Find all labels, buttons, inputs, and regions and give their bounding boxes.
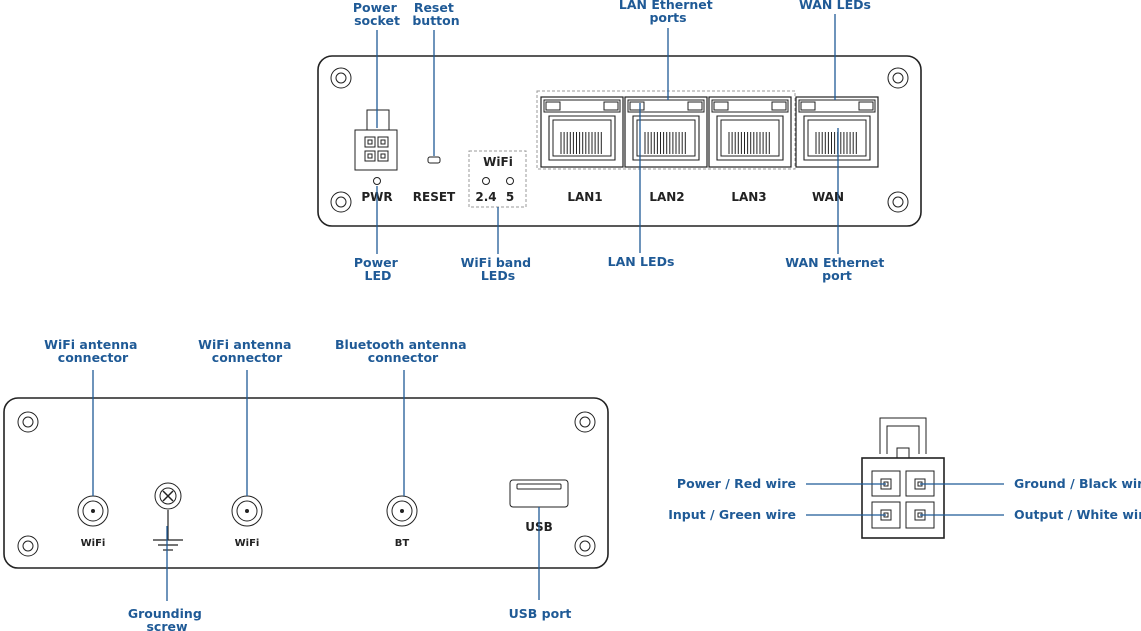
wifi-leds-title: WiFi xyxy=(483,155,513,169)
back-panel-body xyxy=(3,397,609,569)
reset-button-icon xyxy=(427,156,441,164)
wifi-5-led-icon xyxy=(506,177,514,185)
screw-icon xyxy=(17,411,39,433)
power-wire-callout: Power / Red wire xyxy=(677,476,796,491)
wifi-1-label: WiFi xyxy=(81,538,106,549)
wifi-antenna-1-icon xyxy=(77,495,109,527)
back-panel: WiFi WiFi BT USB WiFi antenna connector … xyxy=(3,337,609,631)
port-led-icon xyxy=(603,101,619,111)
input-wire-callout: Input / Green wire xyxy=(668,507,796,522)
screw-icon xyxy=(574,535,596,557)
lan-ports-group xyxy=(536,90,796,170)
screw-icon xyxy=(887,191,909,213)
usb-port-callout: USB port xyxy=(509,606,572,621)
wan-leds-callout: WAN LEDs xyxy=(799,0,871,12)
wifi-antenna-2-callout: WiFi antenna connector xyxy=(198,337,296,365)
reset-label: RESET xyxy=(413,190,456,204)
usb-port-icon xyxy=(509,479,569,508)
port-led-icon xyxy=(771,101,787,111)
screw-icon xyxy=(887,67,909,89)
wifi-24-led-icon xyxy=(482,177,490,185)
wifi-24-label: 2.4 xyxy=(475,190,496,204)
wifi-band-leds-callout: WiFi band LEDs xyxy=(461,255,536,283)
bt-antenna-icon xyxy=(386,495,418,527)
reset-button-callout: Reset button xyxy=(412,0,459,28)
lan1-port-icon xyxy=(540,96,624,168)
power-led-callout: Power LED xyxy=(354,255,402,283)
power-led-icon xyxy=(373,177,381,185)
screw-icon xyxy=(330,191,352,213)
lan3-port-icon xyxy=(708,96,792,168)
port-led-icon xyxy=(713,101,729,111)
port-led-icon xyxy=(687,101,703,111)
wifi-antenna-2-icon xyxy=(231,495,263,527)
lan3-label: LAN3 xyxy=(731,190,766,204)
output-wire-callout: Output / White wire xyxy=(1014,507,1141,522)
port-led-icon xyxy=(545,101,561,111)
wan-port-icon xyxy=(795,96,879,168)
screw-icon xyxy=(574,411,596,433)
power-socket-icon xyxy=(354,109,398,171)
grounding-screw-icon xyxy=(153,482,183,551)
ground-wire-callout: Ground / Black wire xyxy=(1014,476,1141,491)
wifi-5-label: 5 xyxy=(506,190,514,204)
power-socket-callout: Power socket xyxy=(353,0,401,28)
grounding-screw-callout: Grounding screw xyxy=(128,606,206,631)
wifi-2-label: WiFi xyxy=(235,538,260,549)
front-panel: PWR RESET WiFi 2.4 5 LAN1 LAN2 LAN3 WAN … xyxy=(317,0,922,283)
port-led-icon xyxy=(858,101,874,111)
bt-antenna-callout: Bluetooth antenna connector xyxy=(335,337,471,365)
wan-label: WAN xyxy=(812,190,844,204)
screw-icon xyxy=(330,67,352,89)
lan1-label: LAN1 xyxy=(567,190,602,204)
lan-ports-callout: LAN Ethernet ports xyxy=(619,0,717,25)
lan2-port-icon xyxy=(624,96,708,168)
connector-pinout: Power / Red wire Input / Green wire Grou… xyxy=(668,417,1141,539)
screw-icon xyxy=(17,535,39,557)
wifi-antenna-1-callout: WiFi antenna connector xyxy=(44,337,142,365)
lan-leds-callout: LAN LEDs xyxy=(608,254,675,269)
port-led-icon xyxy=(629,101,645,111)
bt-label: BT xyxy=(395,538,410,549)
lan2-label: LAN2 xyxy=(649,190,684,204)
port-led-icon xyxy=(800,101,816,111)
wan-port-callout: WAN Ethernet port xyxy=(785,255,888,283)
